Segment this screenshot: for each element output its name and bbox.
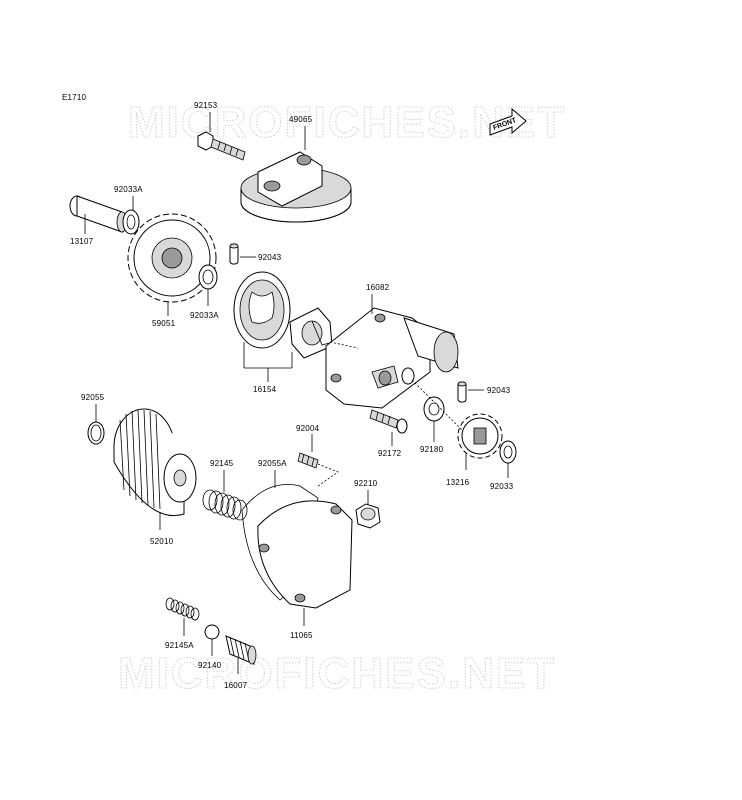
pin-92043-top bbox=[229, 243, 239, 265]
spring-92145 bbox=[202, 489, 248, 521]
label-92033: 92033 bbox=[490, 482, 514, 491]
shaft-13107 bbox=[69, 195, 128, 233]
bolt-92153 bbox=[197, 131, 246, 161]
oil-filter-52010 bbox=[113, 408, 197, 517]
stud-92004 bbox=[297, 452, 319, 469]
spring-92145A bbox=[165, 597, 200, 621]
front-arrow-icon: FRONT bbox=[489, 107, 527, 136]
label-92145: 92145 bbox=[210, 459, 234, 468]
relief-valve-16007 bbox=[225, 635, 257, 665]
pump-body-16082 bbox=[325, 307, 459, 409]
label-92145A: 92145A bbox=[165, 641, 194, 650]
label-59051: 59051 bbox=[152, 319, 176, 328]
ball-92140 bbox=[204, 624, 220, 640]
label-16007: 16007 bbox=[224, 681, 248, 690]
gear-59051 bbox=[127, 213, 217, 303]
label-49065: 49065 bbox=[289, 115, 313, 124]
label-16154: 16154 bbox=[253, 385, 277, 394]
label-13107: 13107 bbox=[70, 237, 94, 246]
filter-cover-11065 bbox=[257, 500, 353, 609]
label-92210: 92210 bbox=[354, 479, 378, 488]
label-92153: 92153 bbox=[194, 101, 218, 110]
label-11065: 11065 bbox=[290, 631, 313, 640]
label-92180: 92180 bbox=[420, 445, 444, 454]
rotor-outer-16154 bbox=[233, 271, 291, 349]
label-92033A-bottom: 92033A bbox=[190, 311, 219, 320]
watermark-bottom: MICROFICHES.NET bbox=[118, 649, 556, 698]
label-92140: 92140 bbox=[198, 661, 222, 670]
label-13216: 13216 bbox=[446, 478, 470, 487]
diagram-code: E1710 bbox=[62, 93, 86, 102]
label-52010: 52010 bbox=[150, 537, 174, 546]
label-92043-top: 92043 bbox=[258, 253, 282, 262]
label-92172: 92172 bbox=[378, 449, 402, 458]
label-92043-right: 92043 bbox=[487, 386, 511, 395]
label-92055: 92055 bbox=[81, 393, 105, 402]
pin-92043-right bbox=[457, 381, 467, 403]
label-92033A-top: 92033A bbox=[114, 185, 143, 194]
gear-13216 bbox=[457, 413, 503, 459]
cap-nut-92210 bbox=[355, 503, 381, 529]
screw-92172 bbox=[369, 409, 408, 434]
label-16082: 16082 bbox=[366, 283, 390, 292]
label-92055A: 92055A bbox=[258, 459, 287, 468]
pump-cover-49065 bbox=[240, 151, 352, 223]
label-92004: 92004 bbox=[296, 424, 320, 433]
